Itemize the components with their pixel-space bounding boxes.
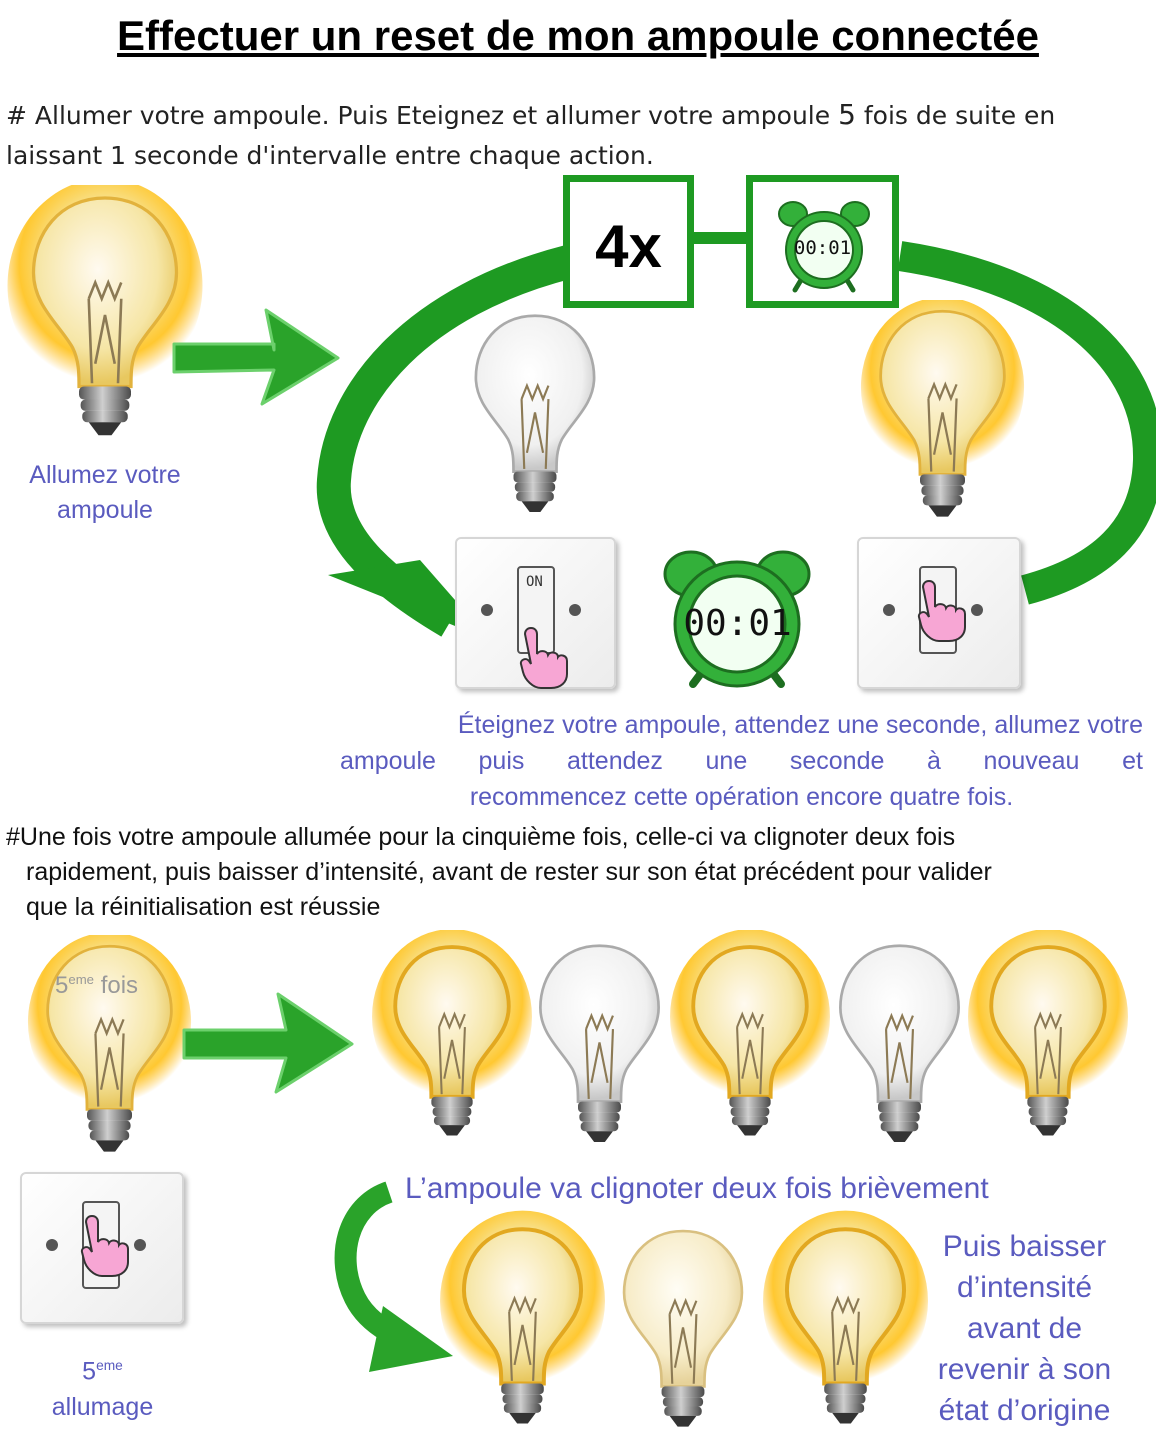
fifth-time-word: fois	[100, 972, 139, 999]
instruction-step-2: #Une fois votre ampoule allumée pour la …	[6, 820, 1146, 925]
caption-turn-on-line-1: Allumez votre	[29, 461, 181, 489]
dim-caption-line-5: état d’origine	[938, 1394, 1111, 1427]
repeat-badge: 4x	[563, 175, 694, 308]
caption-word: une	[705, 747, 748, 775]
light-bulb-on-icon	[372, 930, 532, 1136]
cycle-caption-line-1: Éteignez votre ampoule, attendez une sec…	[457, 711, 1143, 739]
switch-screw	[481, 604, 493, 616]
switch-screw	[134, 1239, 146, 1251]
hand-pointer-icon	[80, 1214, 129, 1277]
cycle-caption: Éteignez votre ampoule, attendez une sec…	[340, 707, 1143, 815]
switch-screw	[569, 604, 581, 616]
wall-switch-off[interactable]: ON	[455, 537, 616, 689]
light-bulb-on-icon	[670, 930, 830, 1136]
instruction-line-2: laissant 1 seconde d'intervalle entre ch…	[6, 141, 654, 170]
fifth-switch-word: allumage	[51, 1393, 154, 1422]
hand-pointer-icon	[917, 579, 966, 642]
instruction-count: 5	[838, 98, 856, 131]
alarm-clock-icon	[778, 201, 870, 293]
caption-word: seconde	[789, 747, 885, 775]
cycle-caption-line-2: ampoule puis attendez une seconde à nouv…	[340, 743, 1143, 779]
instruction-2-line-3: que la réinitialisation est réussie	[26, 893, 381, 921]
caption-word: et	[1122, 747, 1143, 775]
caption-word: à	[927, 747, 941, 775]
instruction-2-line-1: #Une fois votre ampoule allumée pour la …	[6, 823, 956, 851]
page-title: Effectuer un reset de mon ampoule connec…	[117, 12, 1039, 59]
light-bulb-dim-icon	[622, 1229, 744, 1427]
switch-on-label: ON	[526, 574, 543, 590]
instruction-line-1-after: fois de suite en	[855, 101, 1056, 130]
repeat-count: 4x	[595, 213, 662, 280]
clock-time: 00:01	[683, 603, 792, 644]
light-bulb-off-icon	[839, 944, 960, 1142]
wall-switch-on[interactable]	[857, 537, 1021, 689]
instruction-line-1-before: # Allumer votre ampoule. Puis Eteignez e…	[6, 101, 839, 130]
fifth-time-number: 5	[55, 972, 69, 999]
switch-screw	[46, 1239, 58, 1251]
light-bulb-on-icon	[27, 935, 192, 1152]
light-bulb-on-icon	[440, 1210, 605, 1424]
light-bulb-on-icon	[968, 930, 1128, 1136]
fifth-switch-number: 5	[82, 1357, 97, 1386]
clock-badge-time: 00:01	[793, 237, 852, 259]
clock-badge: 00:01	[746, 175, 899, 308]
dim-caption-line-2: d’intensité	[956, 1271, 1093, 1304]
arrow-right-icon	[172, 308, 340, 406]
hand-pointer-icon	[519, 626, 568, 689]
switch-screw	[971, 604, 983, 616]
caption-turn-on: Allumez votre ampoule	[0, 458, 210, 528]
dim-caption-line-4: revenir à son	[937, 1353, 1112, 1386]
light-bulb-off-icon	[539, 944, 660, 1142]
caption-word: attendez	[567, 747, 663, 775]
switch-screw	[883, 604, 895, 616]
light-bulb-on-icon	[763, 1210, 928, 1424]
fifth-switch-sup: eme	[96, 1358, 123, 1373]
wall-switch-fifth[interactable]	[20, 1172, 184, 1324]
dim-caption: Puis baisser d’intensité avant de reveni…	[912, 1226, 1137, 1431]
dim-caption-line-1: Puis baisser	[942, 1230, 1107, 1263]
alarm-clock-icon	[663, 550, 811, 688]
fifth-time-label: 5eme fois	[55, 972, 138, 1000]
caption-word: nouveau	[983, 747, 1080, 775]
fifth-switch-caption: 5eme allumage	[0, 1348, 205, 1425]
cycle-caption-line-3: recommencez cette opération encore quatr…	[469, 783, 1014, 811]
caption-word: ampoule	[340, 747, 436, 775]
light-bulb-off-icon	[474, 314, 596, 512]
light-bulb-on-icon	[860, 300, 1025, 517]
dim-caption-line-3: avant de	[966, 1312, 1083, 1345]
caption-turn-on-line-2: ampoule	[57, 496, 153, 524]
cycle-arrow-icon	[316, 236, 1156, 640]
instruction-step-1: # Allumer votre ampoule. Puis Eteignez e…	[6, 95, 1136, 176]
curved-arrow-icon	[334, 1181, 453, 1372]
arrow-right-icon	[182, 992, 354, 1094]
blink-caption: L’ampoule va clignoter deux fois brièvem…	[405, 1172, 989, 1205]
fifth-time-sup: eme	[68, 972, 95, 987]
caption-word: puis	[478, 747, 525, 775]
instruction-2-line-2: rapidement, puis baisser d’intensité, av…	[26, 858, 992, 886]
light-bulb-on-icon	[7, 185, 203, 436]
